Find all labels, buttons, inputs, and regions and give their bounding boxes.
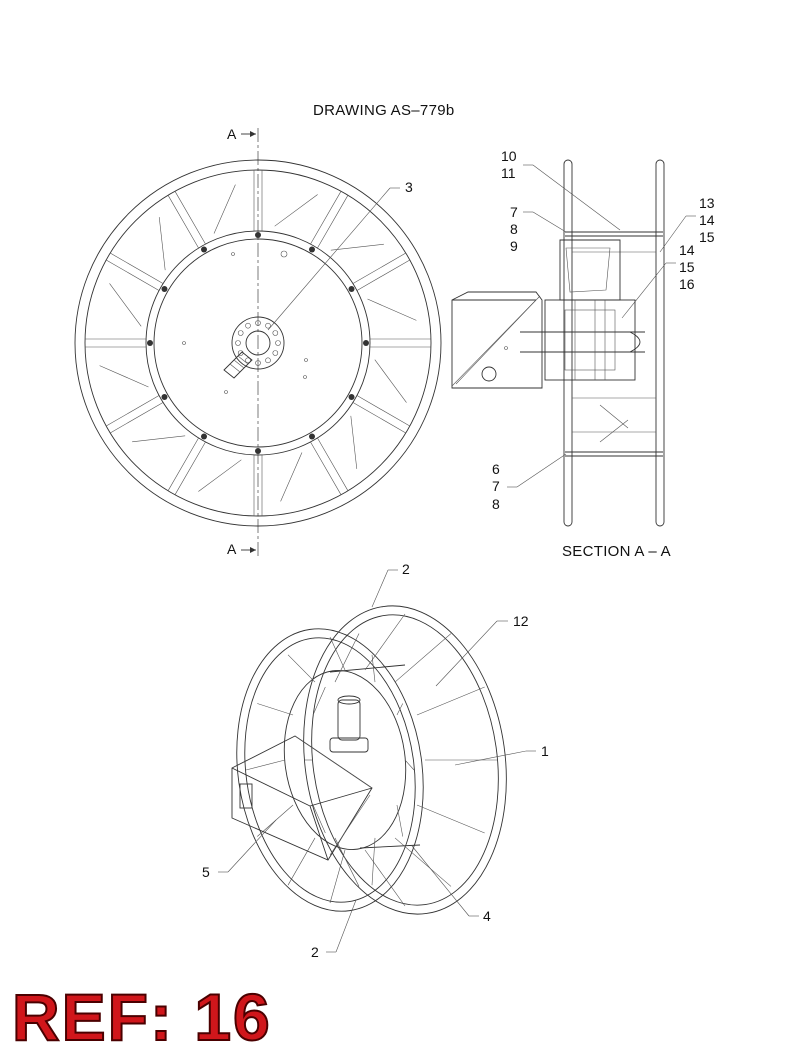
callout-1: 1 (541, 743, 549, 759)
flange-right (655, 159, 665, 527)
hub-bolts (235, 320, 281, 366)
drum-bolts (147, 232, 369, 454)
callout-15a: 15 (699, 229, 715, 245)
callout-4: 4 (483, 908, 491, 924)
front-flange (236, 628, 424, 912)
swivel-inlet (223, 351, 253, 379)
front-view: A 3 A (74, 126, 442, 557)
callout-13: 13 (699, 195, 715, 211)
callout-11: 11 (501, 165, 516, 181)
callout-8a: 8 (510, 221, 518, 237)
motor-box (451, 291, 543, 389)
callout-15b: 15 (679, 259, 695, 275)
reference-badge: REF: 16 (11, 980, 272, 1054)
section-title: SECTION A – A (562, 543, 671, 560)
callout-10: 10 (501, 148, 517, 164)
section-view: 10 11 7 8 9 13 14 15 14 15 16 6 7 8 SECT… (451, 148, 715, 560)
callout-5: 5 (202, 864, 210, 880)
back-flange (303, 605, 507, 915)
isometric-view: 2 12 1 5 4 2 (202, 561, 549, 960)
callout-7a: 7 (510, 204, 518, 220)
callout-16: 16 (679, 276, 695, 292)
section-marker-bottom: A (227, 541, 237, 557)
flange-left (563, 159, 573, 527)
motor-box-iso (231, 735, 373, 861)
callout-6: 6 (492, 461, 500, 477)
outer-rim (74, 159, 442, 527)
callout-7b: 7 (492, 478, 500, 494)
drum-outer (145, 230, 371, 456)
callout-9: 9 (510, 238, 518, 254)
callout-2-top: 2 (402, 561, 410, 577)
callout-3: 3 (405, 179, 413, 195)
callout-14a: 14 (699, 212, 715, 228)
swivel-iso (337, 699, 361, 741)
callout-8b: 8 (492, 496, 500, 512)
callout-12: 12 (513, 613, 529, 629)
hub-section (544, 299, 636, 381)
drawing-title: DRAWING AS–779b (313, 102, 455, 119)
spokes (85, 170, 431, 516)
callout-14b: 14 (679, 242, 695, 258)
callout-2-bottom: 2 (311, 944, 319, 960)
hub (231, 316, 285, 370)
drum-iso (283, 670, 407, 850)
section-marker-top: A (227, 126, 237, 142)
iso-spokes (245, 613, 497, 907)
